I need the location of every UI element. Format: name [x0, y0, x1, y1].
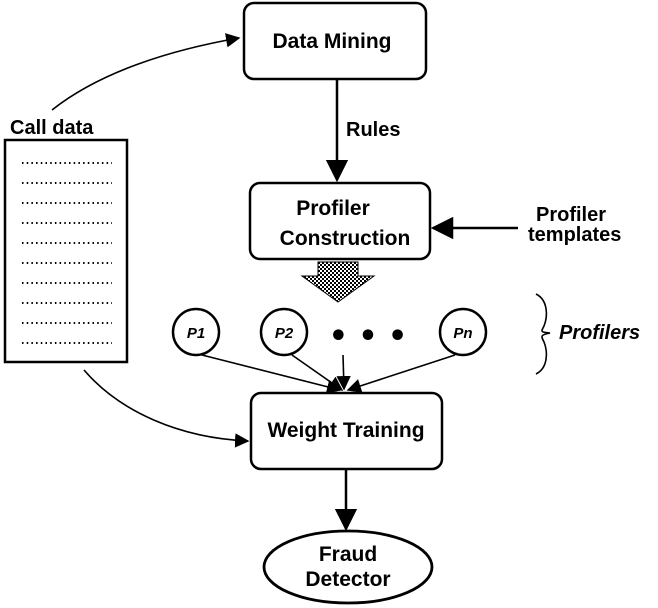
fraud-detector-label-line2: Detector [305, 568, 390, 591]
profiler-pn-label: Pn [453, 325, 472, 342]
profiler-p2: P2 [259, 307, 309, 357]
call-data-label: Call data [10, 117, 94, 139]
fraud-detector-node: Fraud Detector [262, 529, 434, 605]
profiler-pn: Pn [438, 307, 488, 357]
profiler-templates-label-line2: templates [528, 224, 621, 246]
fraud-detector-label-line1: Fraud [319, 543, 377, 566]
data-mining-node: Data Mining [242, 1, 428, 81]
profiler-templates-label-line1: Profiler [536, 204, 606, 226]
rules-label: Rules [346, 119, 400, 141]
profiler-construction-node: Profiler Construction [248, 181, 432, 261]
weight-training-node: Weight Training [249, 391, 444, 471]
profiler-p1: P1 [171, 307, 221, 357]
pn-to-training-arrow [346, 354, 456, 393]
profilers-ellipsis: • • • [329, 319, 407, 354]
profilers-label: Profilers [559, 322, 640, 344]
call-data-to-training-arrow [83, 369, 250, 448]
p2-to-training-arrow [291, 354, 344, 391]
ellipsis-to-training-arrow [336, 354, 351, 391]
profiler-construction-label-line2: Construction [280, 227, 411, 250]
p1-to-training-arrow [201, 354, 342, 394]
weight-training-label: Weight Training [267, 419, 424, 442]
profiler-p1-label: P1 [187, 325, 205, 342]
profilers-brace [535, 293, 551, 375]
call-data-table [3, 138, 129, 364]
profiler-p2-label: P2 [275, 325, 294, 342]
construction-output-arrow [300, 261, 376, 303]
data-mining-label: Data Mining [273, 30, 392, 53]
profiler-construction-label-line1: Profiler [296, 197, 370, 220]
call-data-rows [22, 162, 112, 344]
call-data-to-mining-arrow [51, 33, 241, 111]
